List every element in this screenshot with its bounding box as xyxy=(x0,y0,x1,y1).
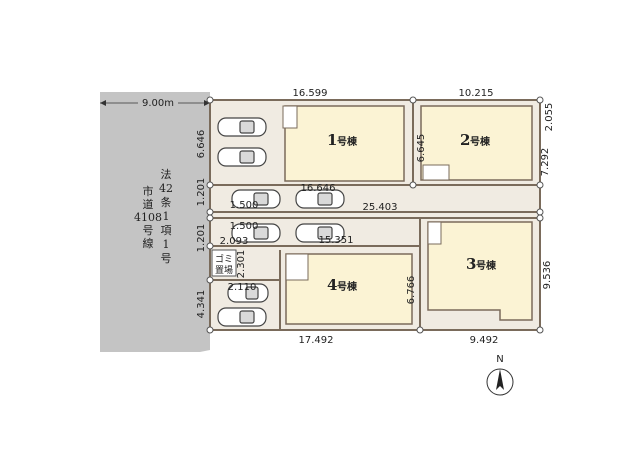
svg-text:線: 線 xyxy=(143,236,154,250)
dim-left-small-b: 1.201 xyxy=(196,224,207,253)
building-1 xyxy=(284,105,405,182)
dim-left-bottom: 4.341 xyxy=(196,290,207,319)
dim-2110: 2.110 xyxy=(228,282,257,293)
dim-2093: 2.093 xyxy=(220,236,249,247)
svg-text:3: 3 xyxy=(466,255,476,273)
svg-text:号棟: 号棟 xyxy=(337,280,358,293)
building-3-porch xyxy=(427,221,442,245)
building-2 xyxy=(420,105,533,181)
garbage-label-1: ゴミ xyxy=(215,253,233,265)
dim-right-lot2: 7.292 xyxy=(540,148,551,177)
north-arrow-icon: N xyxy=(486,354,514,396)
dim-lower-drive: 15.351 xyxy=(319,235,354,246)
car-icons xyxy=(217,117,345,327)
lot-corner-dots xyxy=(206,96,544,334)
road-arrow-left xyxy=(100,100,106,106)
road-name-col2: 法 42 条 1 項 1 号 xyxy=(159,167,173,265)
dim-right-lot3: 9.536 xyxy=(542,261,553,290)
car-icon xyxy=(295,223,345,243)
svg-text:条: 条 xyxy=(161,195,172,209)
svg-text:1: 1 xyxy=(163,238,170,251)
svg-text:道: 道 xyxy=(143,197,154,211)
road-arrow-right xyxy=(204,100,210,106)
north-label: N xyxy=(496,354,503,365)
dim-left-small-a: 1.201 xyxy=(196,178,207,207)
building-4-porch xyxy=(285,253,309,281)
garbage-area xyxy=(211,249,237,277)
dim-right-top: 2.055 xyxy=(544,103,555,132)
svg-text:1: 1 xyxy=(163,210,170,223)
car-icon xyxy=(217,147,267,167)
car-icon xyxy=(217,117,267,137)
dim-top-right: 10.215 xyxy=(459,88,494,99)
car-icon xyxy=(217,307,267,327)
svg-text:号: 号 xyxy=(161,252,172,265)
dim-lot2-width: 6.645 xyxy=(416,134,427,163)
car-icon xyxy=(295,189,345,209)
building-3 xyxy=(427,221,533,321)
dim-drive-1500-a: 1.500 xyxy=(230,200,259,211)
dim-lot4-side: 6.766 xyxy=(406,276,417,305)
svg-text:4108: 4108 xyxy=(134,211,162,224)
car-icon xyxy=(227,283,269,303)
dim-drive-1500-b: 1.500 xyxy=(230,221,259,232)
car-icon xyxy=(231,189,281,209)
building-1-porch xyxy=(282,105,298,129)
building-1-label: 1 号棟 xyxy=(327,131,358,149)
building-3-label: 3 号棟 xyxy=(466,255,497,273)
building-2-porch xyxy=(422,164,450,181)
dim-bottom-right: 9.492 xyxy=(470,335,499,346)
dim-2301: 2.301 xyxy=(236,250,247,279)
svg-text:4: 4 xyxy=(327,276,337,294)
lot-lines xyxy=(210,100,540,330)
dim-upper-drive: 16.646 xyxy=(301,183,336,194)
building-2-label: 2 号棟 xyxy=(460,131,491,149)
svg-text:項: 項 xyxy=(161,224,172,237)
dim-bottom-left: 17.492 xyxy=(299,335,334,346)
dim-center-drive: 25.403 xyxy=(363,202,398,213)
garbage-label-2: 置場 xyxy=(215,264,233,276)
dim-left-lot1: 6.646 xyxy=(196,130,207,159)
road-name-col1: 市 道 4108 号 線 xyxy=(134,184,162,250)
svg-text:号棟: 号棟 xyxy=(476,259,497,272)
svg-text:号棟: 号棟 xyxy=(470,135,491,148)
road-area xyxy=(100,92,210,352)
svg-text:号棟: 号棟 xyxy=(337,135,358,148)
car-icon xyxy=(231,223,281,243)
svg-text:市: 市 xyxy=(143,184,154,198)
dim-top-left: 16.599 xyxy=(293,88,328,99)
building-4-label: 4 号棟 xyxy=(327,276,358,294)
road-width-label: 9.00m xyxy=(142,98,174,109)
svg-text:1: 1 xyxy=(327,131,337,149)
svg-text:法: 法 xyxy=(161,167,172,181)
svg-text:42: 42 xyxy=(159,182,173,195)
svg-text:号: 号 xyxy=(143,224,154,237)
svg-text:2: 2 xyxy=(460,131,470,149)
